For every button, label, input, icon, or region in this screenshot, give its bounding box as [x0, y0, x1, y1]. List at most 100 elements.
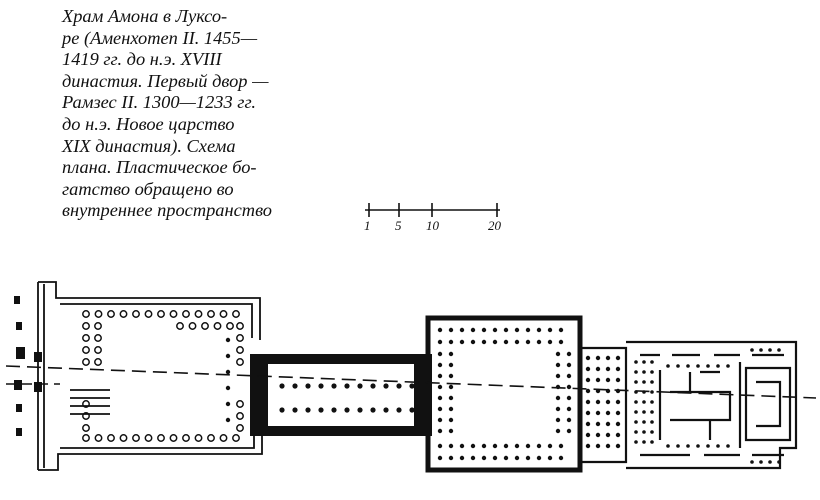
column-dot — [558, 339, 564, 345]
column-dot — [514, 443, 520, 449]
column-dot — [650, 420, 654, 424]
column-dot — [585, 432, 591, 438]
column-dot — [470, 327, 476, 333]
column-dot — [437, 417, 443, 423]
column-dot — [94, 358, 102, 366]
column-dot — [94, 310, 103, 318]
column-dot — [459, 455, 465, 461]
column-dot — [696, 444, 700, 448]
column-dot — [481, 443, 487, 449]
column-dot — [437, 406, 443, 412]
column-dot — [232, 310, 240, 318]
column-dot — [481, 455, 487, 461]
column-dot — [615, 443, 621, 449]
column-dot — [566, 362, 572, 368]
column-dot — [558, 455, 564, 461]
column-dot — [448, 327, 454, 333]
column-dot — [437, 351, 443, 357]
column-dot — [558, 443, 564, 449]
column-dot — [470, 339, 476, 345]
column-dot — [236, 334, 244, 342]
column-dot — [144, 434, 153, 442]
column-dot — [82, 412, 90, 420]
column-dot — [547, 339, 553, 345]
column-dot — [225, 417, 231, 423]
column-dot — [305, 383, 311, 389]
column-dot — [634, 360, 638, 364]
figure-caption: Храм Амона в Луксо- ре (Аменхотеп II. 14… — [62, 6, 312, 222]
column-dot — [615, 366, 621, 372]
column-dot — [232, 434, 240, 442]
column-dot — [357, 407, 363, 413]
column-dot — [82, 358, 90, 366]
column-dot — [396, 383, 402, 389]
column-dot — [225, 337, 231, 343]
caption-line: династия. Первый двор — — [62, 70, 269, 91]
column-dot — [615, 421, 621, 427]
column-dot — [292, 407, 298, 413]
column-dot — [525, 455, 531, 461]
column-dot — [750, 460, 754, 464]
column-dot — [437, 362, 443, 368]
column-dot — [514, 327, 520, 333]
column-dot — [459, 339, 465, 345]
column-dot — [585, 410, 591, 416]
column-dot — [82, 310, 90, 318]
column-dot — [470, 443, 476, 449]
column-dot — [503, 455, 509, 461]
column-dot — [686, 444, 690, 448]
column-dot — [777, 460, 781, 464]
column-dot — [642, 380, 646, 384]
column-dot — [585, 366, 591, 372]
column-dot — [706, 364, 710, 368]
column-dot — [676, 364, 680, 368]
column-dot — [132, 434, 140, 442]
column-dot — [437, 339, 443, 345]
column-dot — [157, 434, 165, 442]
column-dot — [236, 322, 244, 330]
column-dot — [481, 327, 487, 333]
column-dot — [182, 434, 190, 442]
column-dot — [236, 358, 244, 366]
scale-tick-label: 5 — [395, 218, 402, 233]
column-dot — [470, 455, 476, 461]
column-dot — [448, 417, 454, 423]
column-dot — [94, 434, 103, 442]
column-dot — [448, 406, 454, 412]
column-dot — [536, 455, 542, 461]
column-dot — [169, 310, 178, 318]
column-dot — [514, 339, 520, 345]
column-dot — [642, 400, 646, 404]
column-dot — [555, 406, 561, 412]
column-dot — [331, 383, 337, 389]
first-court — [37, 281, 263, 471]
column-dot — [437, 455, 443, 461]
column-dot — [759, 460, 763, 464]
column-dot — [595, 410, 601, 416]
column-dot — [615, 399, 621, 405]
column-dot — [595, 399, 601, 405]
column-dot — [768, 348, 772, 352]
column-dot — [219, 434, 228, 442]
column-dot — [642, 440, 646, 444]
column-dot — [157, 310, 165, 318]
column-dot — [605, 421, 611, 427]
column-dot — [370, 383, 376, 389]
column-dot — [448, 455, 454, 461]
column-dot — [503, 443, 509, 449]
caption-line: Рамзес II. 1300—1233 гг. — [62, 92, 256, 113]
column-dot — [144, 310, 153, 318]
column-dot — [492, 443, 498, 449]
column-dot — [344, 383, 350, 389]
column-dot — [777, 348, 781, 352]
column-dot — [605, 432, 611, 438]
column-dot — [634, 410, 638, 414]
column-dot — [437, 373, 443, 379]
column-dot — [686, 364, 690, 368]
column-dot — [437, 428, 443, 434]
column-dot — [585, 443, 591, 449]
column-dot — [566, 373, 572, 379]
processional-colonnade — [250, 354, 432, 436]
column-dot — [525, 443, 531, 449]
column-dot — [169, 434, 178, 442]
